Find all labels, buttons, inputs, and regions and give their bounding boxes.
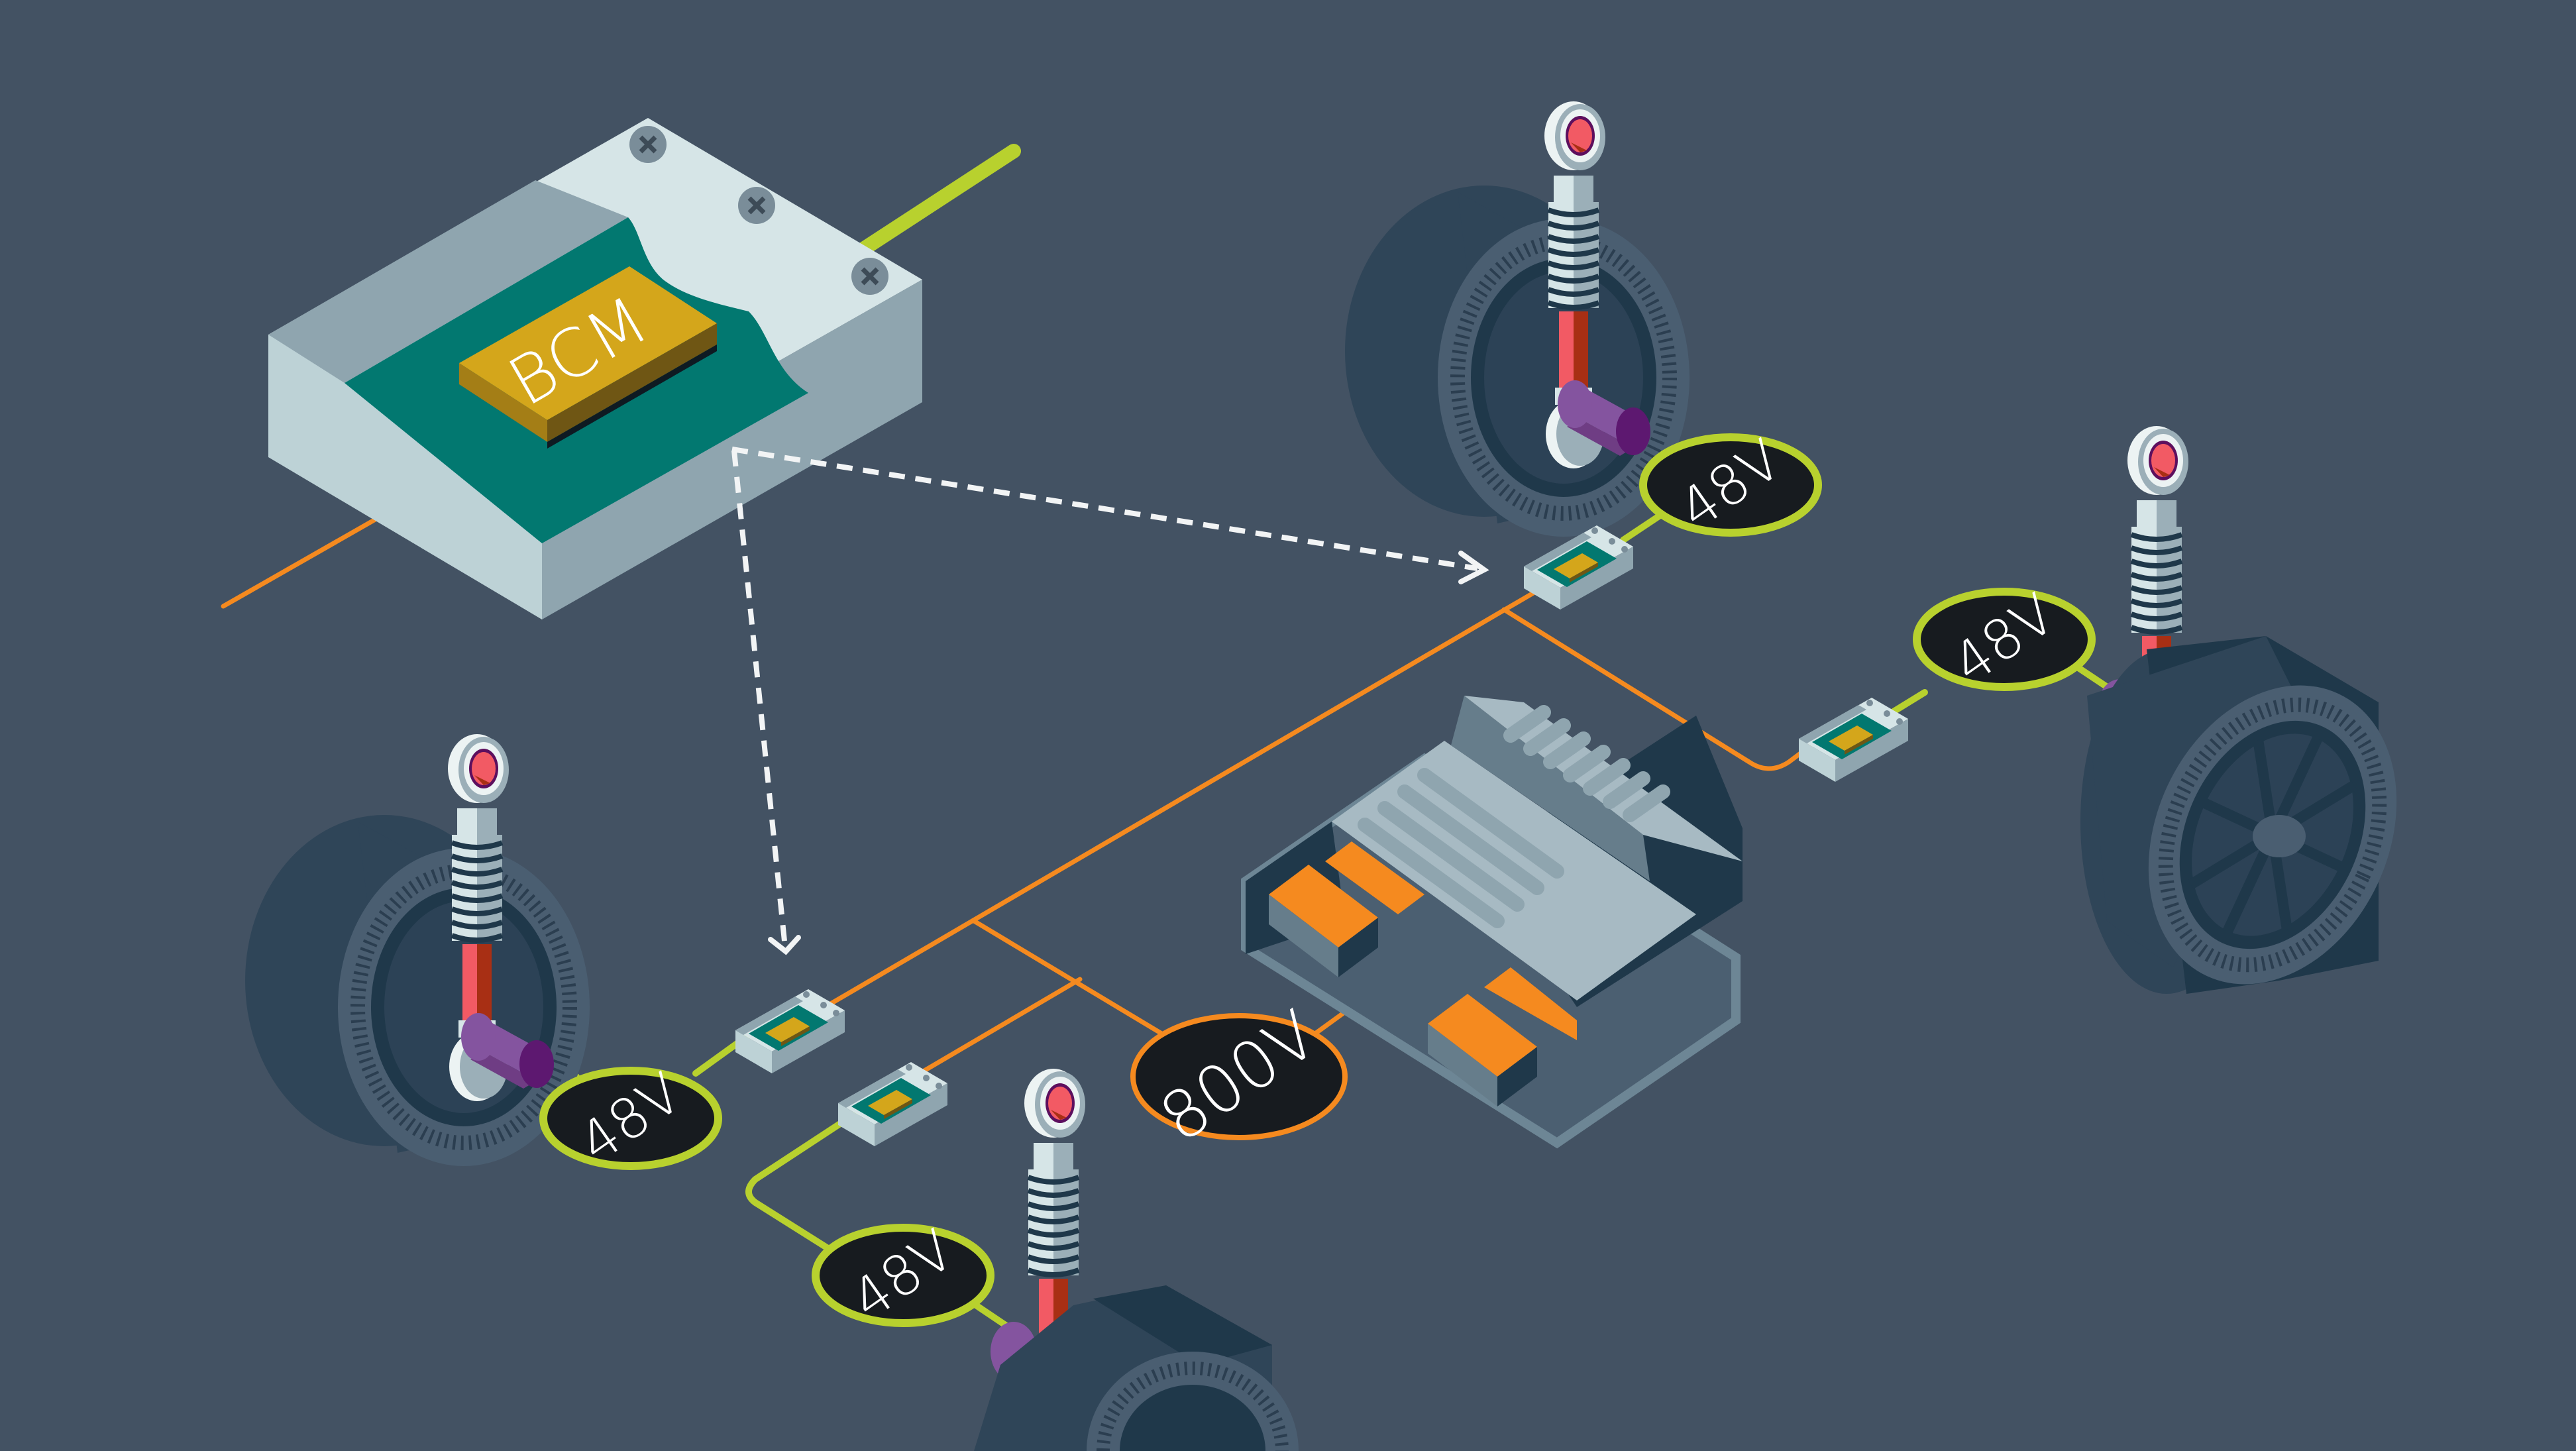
bcm-signal-arrows [731,447,1478,948]
bcm-left-face [268,335,542,619]
bcm-screws [629,126,888,295]
signal-arrow-to-front-right [731,447,1478,571]
voltage-badge-front-right: 48V [1639,427,1822,542]
screw-icon [851,258,888,295]
battery-pack [1241,696,1743,1149]
voltage-badge-rear-left: 48V [812,1217,994,1332]
battery-cells [1269,841,1577,1106]
voltage-badge-rear-right: 48V [1913,581,2096,696]
bcm-chip: BCM [459,266,717,449]
arrowheads [768,551,1489,955]
arrowhead-icon [1458,551,1489,584]
screw-icon [738,187,775,224]
wheel-rear-left [974,1285,1299,1451]
signal-arrow-to-front-left [731,450,788,948]
wheel-rear-right [2080,636,2397,994]
screw-icon [629,126,667,163]
voltage-badge-front-left: 48V [539,1060,722,1175]
arrowhead-icon [768,935,801,955]
